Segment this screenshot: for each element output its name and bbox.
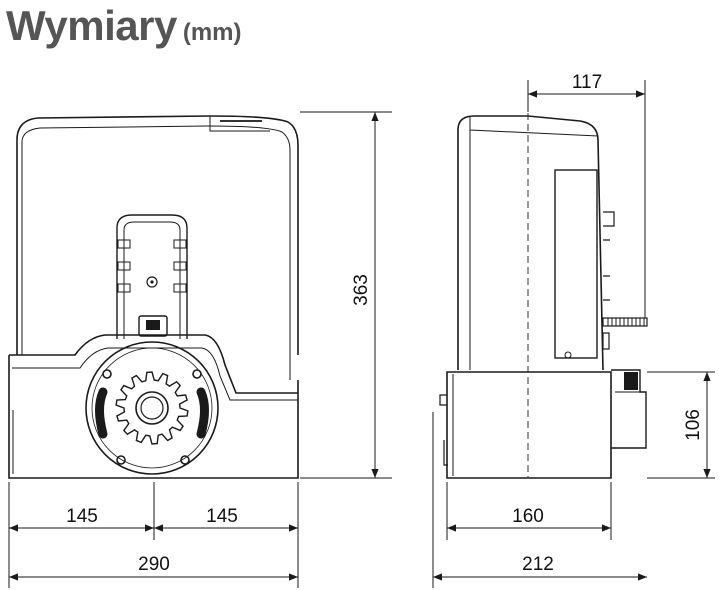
front-top-label-plate (209, 116, 270, 132)
side-rear-clip (602, 332, 610, 350)
front-base-shoulder-inner (12, 347, 298, 401)
side-front-lip (439, 394, 448, 466)
side-view (439, 80, 648, 479)
front-gear-shaft (140, 396, 164, 420)
side-base-outline (446, 371, 612, 479)
front-release-key (146, 320, 160, 330)
front-drive-gear (115, 371, 189, 445)
front-motor-disc (85, 341, 219, 475)
front-gear-hub (135, 391, 169, 425)
front-disc-slot-right (196, 387, 209, 439)
front-bracket-bolt-center (150, 280, 154, 284)
front-base-shoulder (9, 334, 298, 394)
dim-height: 363 (351, 274, 372, 306)
side-panel-screw (564, 351, 572, 359)
front-cover-inner-line (21, 125, 291, 380)
dim-front-right-half: 145 (206, 506, 238, 527)
front-motor-disc-inner (91, 347, 213, 469)
front-disc-screw-tr (192, 369, 202, 379)
front-bracket-bolt (146, 276, 158, 288)
title-unit: (mm) (182, 19, 242, 46)
front-view (8, 115, 299, 479)
dim-front-left-half: 145 (66, 506, 98, 527)
side-adjust-screw (602, 317, 648, 327)
title-main: Wymiary (6, 2, 177, 49)
front-bracket-slots (117, 239, 187, 293)
dimension-lines (8, 80, 715, 588)
front-bracket (116, 214, 188, 339)
dim-front-total-width: 290 (138, 554, 170, 575)
front-disc-screw-tl (102, 369, 112, 379)
dim-side-total-depth: 212 (522, 554, 554, 575)
side-rear-tabs (603, 211, 615, 301)
dim-top-offset: 117 (572, 72, 602, 93)
side-panel (554, 169, 598, 359)
front-base-outline (8, 355, 299, 479)
front-disc-screw-br (180, 455, 190, 465)
side-rear-bracket (611, 369, 647, 449)
page-title: Wymiary(mm) (6, 2, 242, 52)
dim-bracket-height: 106 (683, 409, 704, 441)
side-cover-outline (457, 115, 604, 371)
side-bracket-lock (624, 372, 638, 390)
front-disc-slot-left (95, 387, 108, 439)
front-bracket-inner (123, 221, 181, 339)
dim-side-base-depth: 160 (512, 506, 544, 527)
front-release-lock (138, 315, 168, 337)
front-disc-screw-bl (116, 455, 126, 465)
gear-teeth (115, 371, 189, 445)
front-cover-outline (16, 115, 299, 355)
side-cover-top-band (469, 116, 599, 137)
